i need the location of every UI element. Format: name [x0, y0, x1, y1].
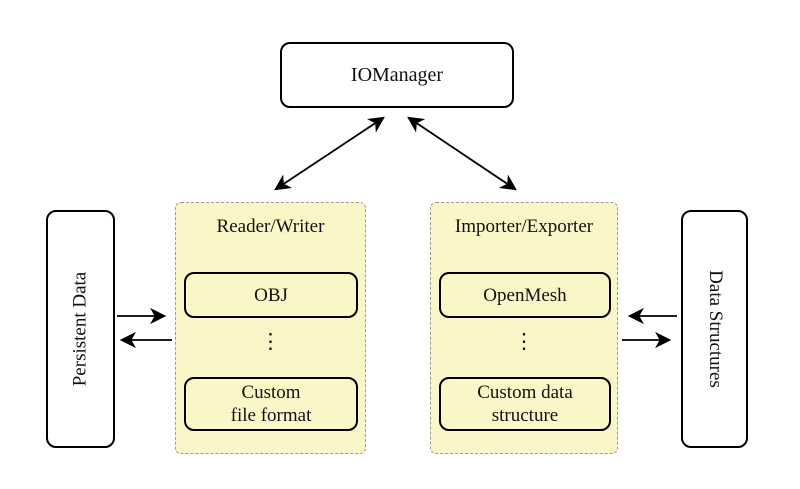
importer-exporter-group: Importer/Exporter OpenMesh ⋮ Custom data…: [430, 202, 618, 454]
data-structures-label: Data Structures: [704, 270, 726, 388]
importer-exporter-title: Importer/Exporter: [454, 216, 594, 237]
iomanager-label: IOManager: [350, 63, 444, 86]
custom-data-structure-node: Custom data structure: [439, 377, 611, 431]
vertical-ellipsis-icon: ⋮: [260, 329, 281, 353]
data-structures-node: Data Structures: [681, 210, 748, 448]
obj-node: OBJ: [184, 272, 358, 318]
openmesh-node: OpenMesh: [439, 272, 611, 318]
reader-writer-title: Reader/Writer: [216, 216, 325, 237]
persistent-data-node: Persistent Data: [46, 210, 115, 448]
persistent-data-label: Persistent Data: [69, 271, 91, 387]
iomanager-node: IOManager: [280, 42, 514, 108]
custom-file-format-node: Custom file format: [184, 377, 358, 431]
arrow-iomanager-readerwriter: [274, 116, 385, 191]
arrow-iomanager-importerexporter: [407, 116, 517, 191]
vertical-ellipsis-icon: ⋮: [513, 329, 535, 353]
reader-writer-group: Reader/Writer OBJ ⋮ Custom file format: [175, 202, 366, 454]
